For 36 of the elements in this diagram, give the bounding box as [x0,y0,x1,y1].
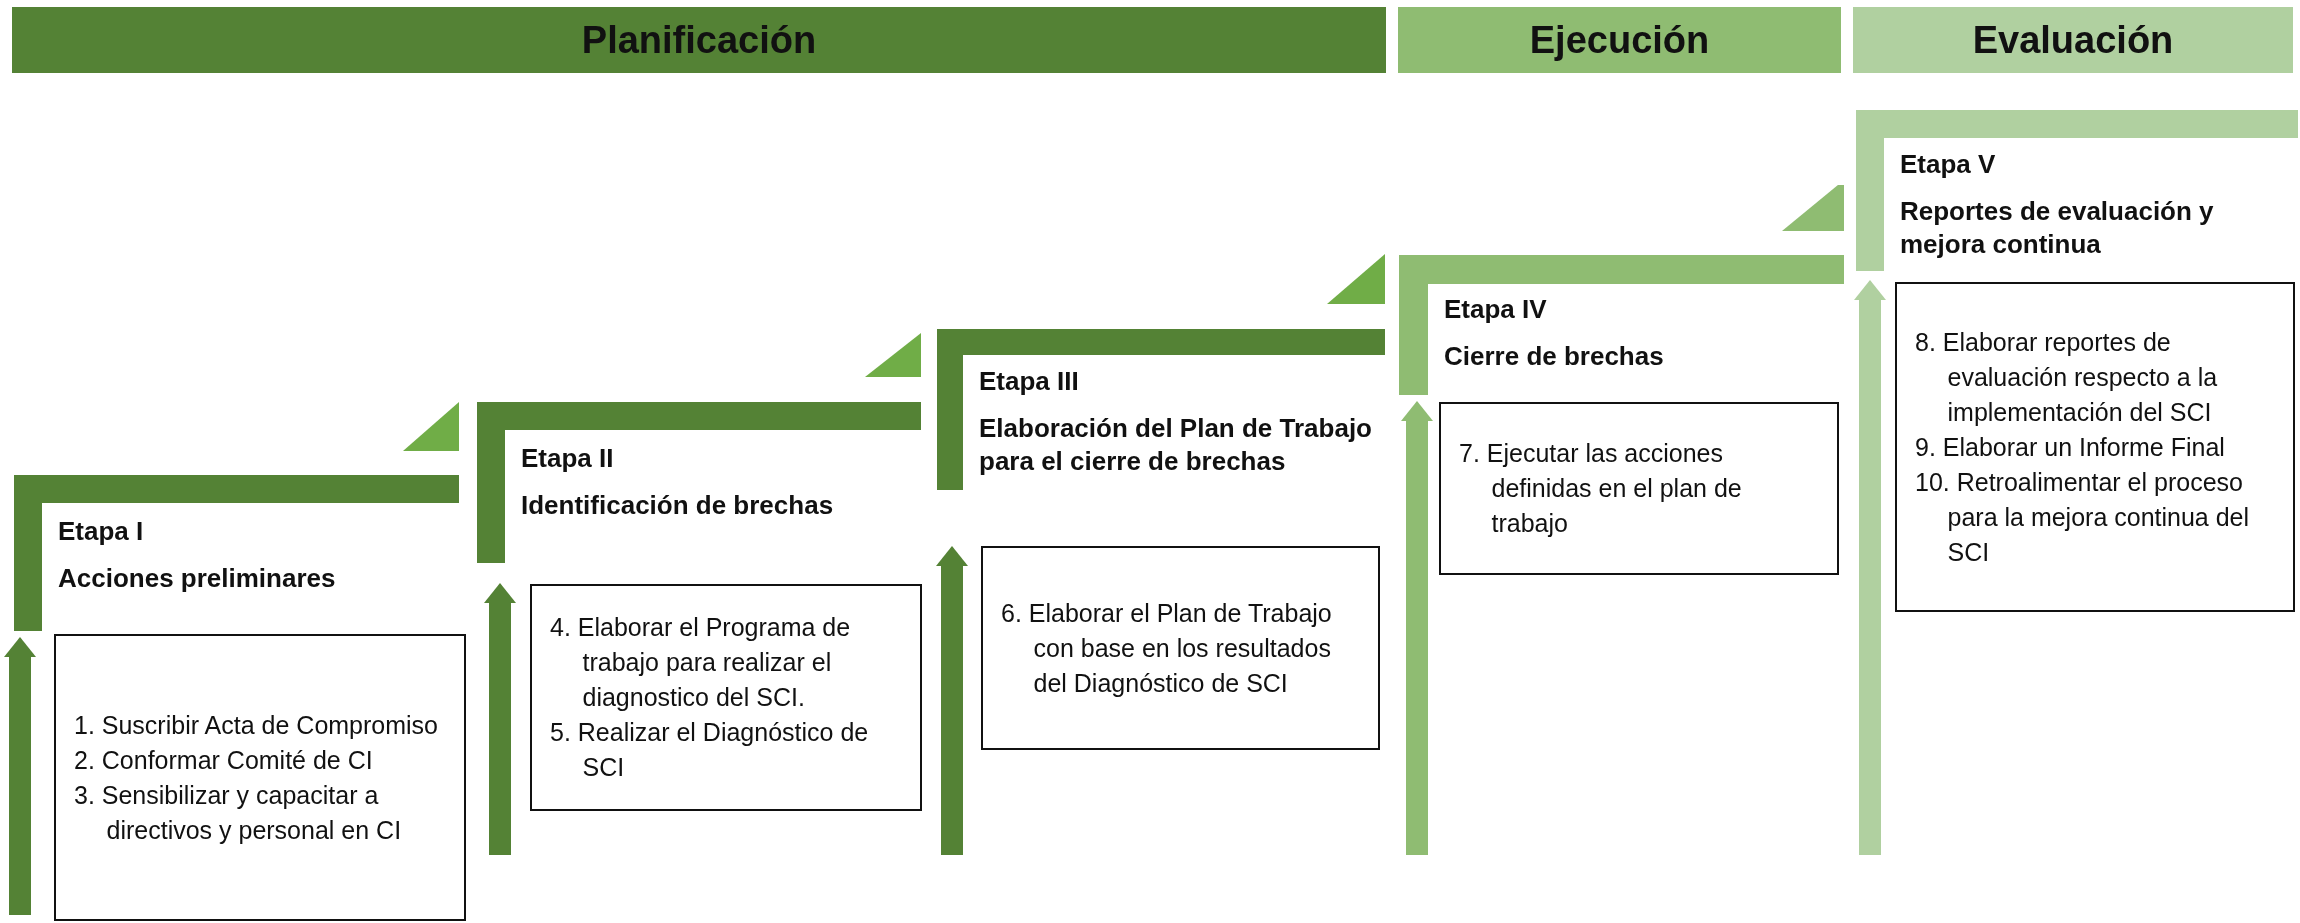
list-item: 4. Elaborar el Programa de trabajo para realizar el diagnostico del SCI. [550,612,852,713]
task-list-box [530,584,922,811]
stage-label: Etapa V [1900,148,1997,181]
stage-label: Etapa IV [1444,293,1548,326]
task-list-box [981,546,1380,750]
stage-title: Reportes de evaluación y mejora continua [1900,195,2215,261]
list-item: 7. Ejecutar las acciones definidas en el plan de trabajo [1459,438,1743,539]
up-arrow [1401,401,1433,855]
stage-bracket [14,401,459,631]
phase-banner: Ejecución [1398,7,1841,73]
phase-banner: Planificación [12,7,1386,73]
up-arrow [936,546,968,855]
stage-label: Etapa II [521,442,615,475]
stage-label: Etapa III [979,365,1080,398]
stage-bracket [1856,110,2298,274]
list-item: 8. Elaborar reportes de evaluación respecto a la implementación del SCI [1915,326,2219,428]
stage-label: Etapa I [58,515,145,548]
up-arrow [484,583,516,855]
list-item: 6. Elaborar el Plan de Trabajo con base en los resultados del Diagnóstico de SCI [1001,597,1333,699]
stage-title: Cierre de brechas [1444,340,1665,373]
list-item: 2. Conformar Comité de CI [74,744,374,776]
phase-banner: Evaluación [1853,7,2293,73]
list-item: 9. Elaborar un Informe Final [1915,431,2226,463]
list-item: 10. Retroalimentar el proceso para la mejora continua del SCI [1915,466,2251,568]
list-item: 3. Sensibilizar y capacitar a directivos y personal en CI [74,779,403,846]
task-list-box [54,634,466,921]
task-list-box [1439,402,1839,575]
up-arrow [4,637,36,915]
list-item: 5. Realizar el Diagnóstico de SCI [550,717,870,783]
up-arrow [1854,280,1886,855]
task-list-box [1895,282,2295,612]
stage-bracket [1399,185,1844,395]
list-item: 1. Suscribir Acta de Compromiso [74,709,440,741]
stage-title: Elaboración del Plan de Trabajo para el cierre de brechas [979,412,1373,478]
stage-title: Identificación de brechas [521,489,835,522]
stage-title: Acciones preliminares [58,562,337,595]
